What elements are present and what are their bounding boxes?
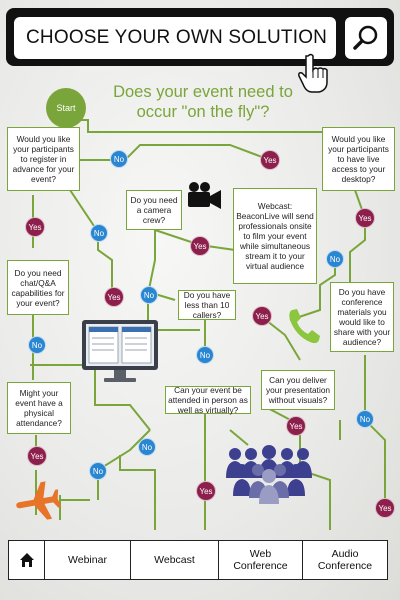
no-badge: No — [326, 250, 344, 268]
main-question: Does your event need to occur "on the fl… — [113, 83, 293, 121]
airplane-icon — [16, 481, 62, 520]
yes-badge: Yes — [260, 150, 280, 170]
yes-badge: Yes — [355, 208, 375, 228]
hand-cursor-icon — [298, 53, 328, 93]
video-camera-icon — [188, 182, 221, 209]
question-visuals: Can you deliver your presentation withou… — [261, 370, 335, 410]
yes-badge: Yes — [104, 287, 124, 307]
start-node: Start — [46, 88, 86, 128]
search-input[interactable]: CHOOSE YOUR OWN SOLUTION — [14, 17, 336, 59]
yes-badge: Yes — [27, 446, 47, 466]
no-badge: No — [138, 438, 156, 456]
nav-web-conference[interactable]: Web Conference — [219, 541, 303, 579]
phone-icon — [289, 309, 320, 344]
no-badge: No — [110, 150, 128, 168]
yes-badge: Yes — [25, 217, 45, 237]
home-icon — [19, 553, 34, 567]
no-badge: No — [89, 462, 107, 480]
question-register: Would you like your participants to regi… — [7, 127, 80, 191]
no-badge: No — [140, 286, 158, 304]
question-live-access: Would you like your participants to have… — [322, 127, 395, 191]
nav-audio-conference[interactable]: Audio Conference — [317, 548, 373, 572]
yes-badge: Yes — [190, 236, 210, 256]
question-in-person: Can your event be attended in person as … — [165, 385, 251, 415]
yes-badge: Yes — [252, 306, 272, 326]
question-chat: Do you need chat/Q&A capabilities for yo… — [7, 260, 69, 315]
question-conference-materials: Do you have conference materials you wou… — [330, 282, 394, 352]
question-physical-attendance: Might your event have a physical attenda… — [7, 382, 71, 434]
no-badge: No — [196, 346, 214, 364]
yes-badge: Yes — [196, 481, 216, 501]
webcast-info: Webcast: BeaconLive will send profession… — [233, 188, 317, 284]
no-badge: No — [356, 410, 374, 428]
solution-nav-bar: Webinar Webcast Web Conference Audio Con… — [8, 540, 388, 580]
question-callers: Do you have less than 10 callers? — [178, 290, 236, 320]
question-camera-crew: Do you need a camera crew? — [126, 190, 182, 230]
no-badge: No — [90, 224, 108, 242]
search-button[interactable] — [345, 17, 387, 59]
yes-badge: Yes — [286, 416, 306, 436]
people-group-icon — [226, 445, 312, 504]
monitor-icon — [82, 320, 158, 382]
home-button[interactable] — [9, 541, 45, 579]
search-icon — [353, 25, 378, 50]
nav-webcast[interactable]: Webcast — [131, 541, 219, 579]
nav-webinar[interactable]: Webinar — [45, 541, 131, 579]
yes-badge: Yes — [375, 498, 395, 518]
no-badge: No — [28, 336, 46, 354]
